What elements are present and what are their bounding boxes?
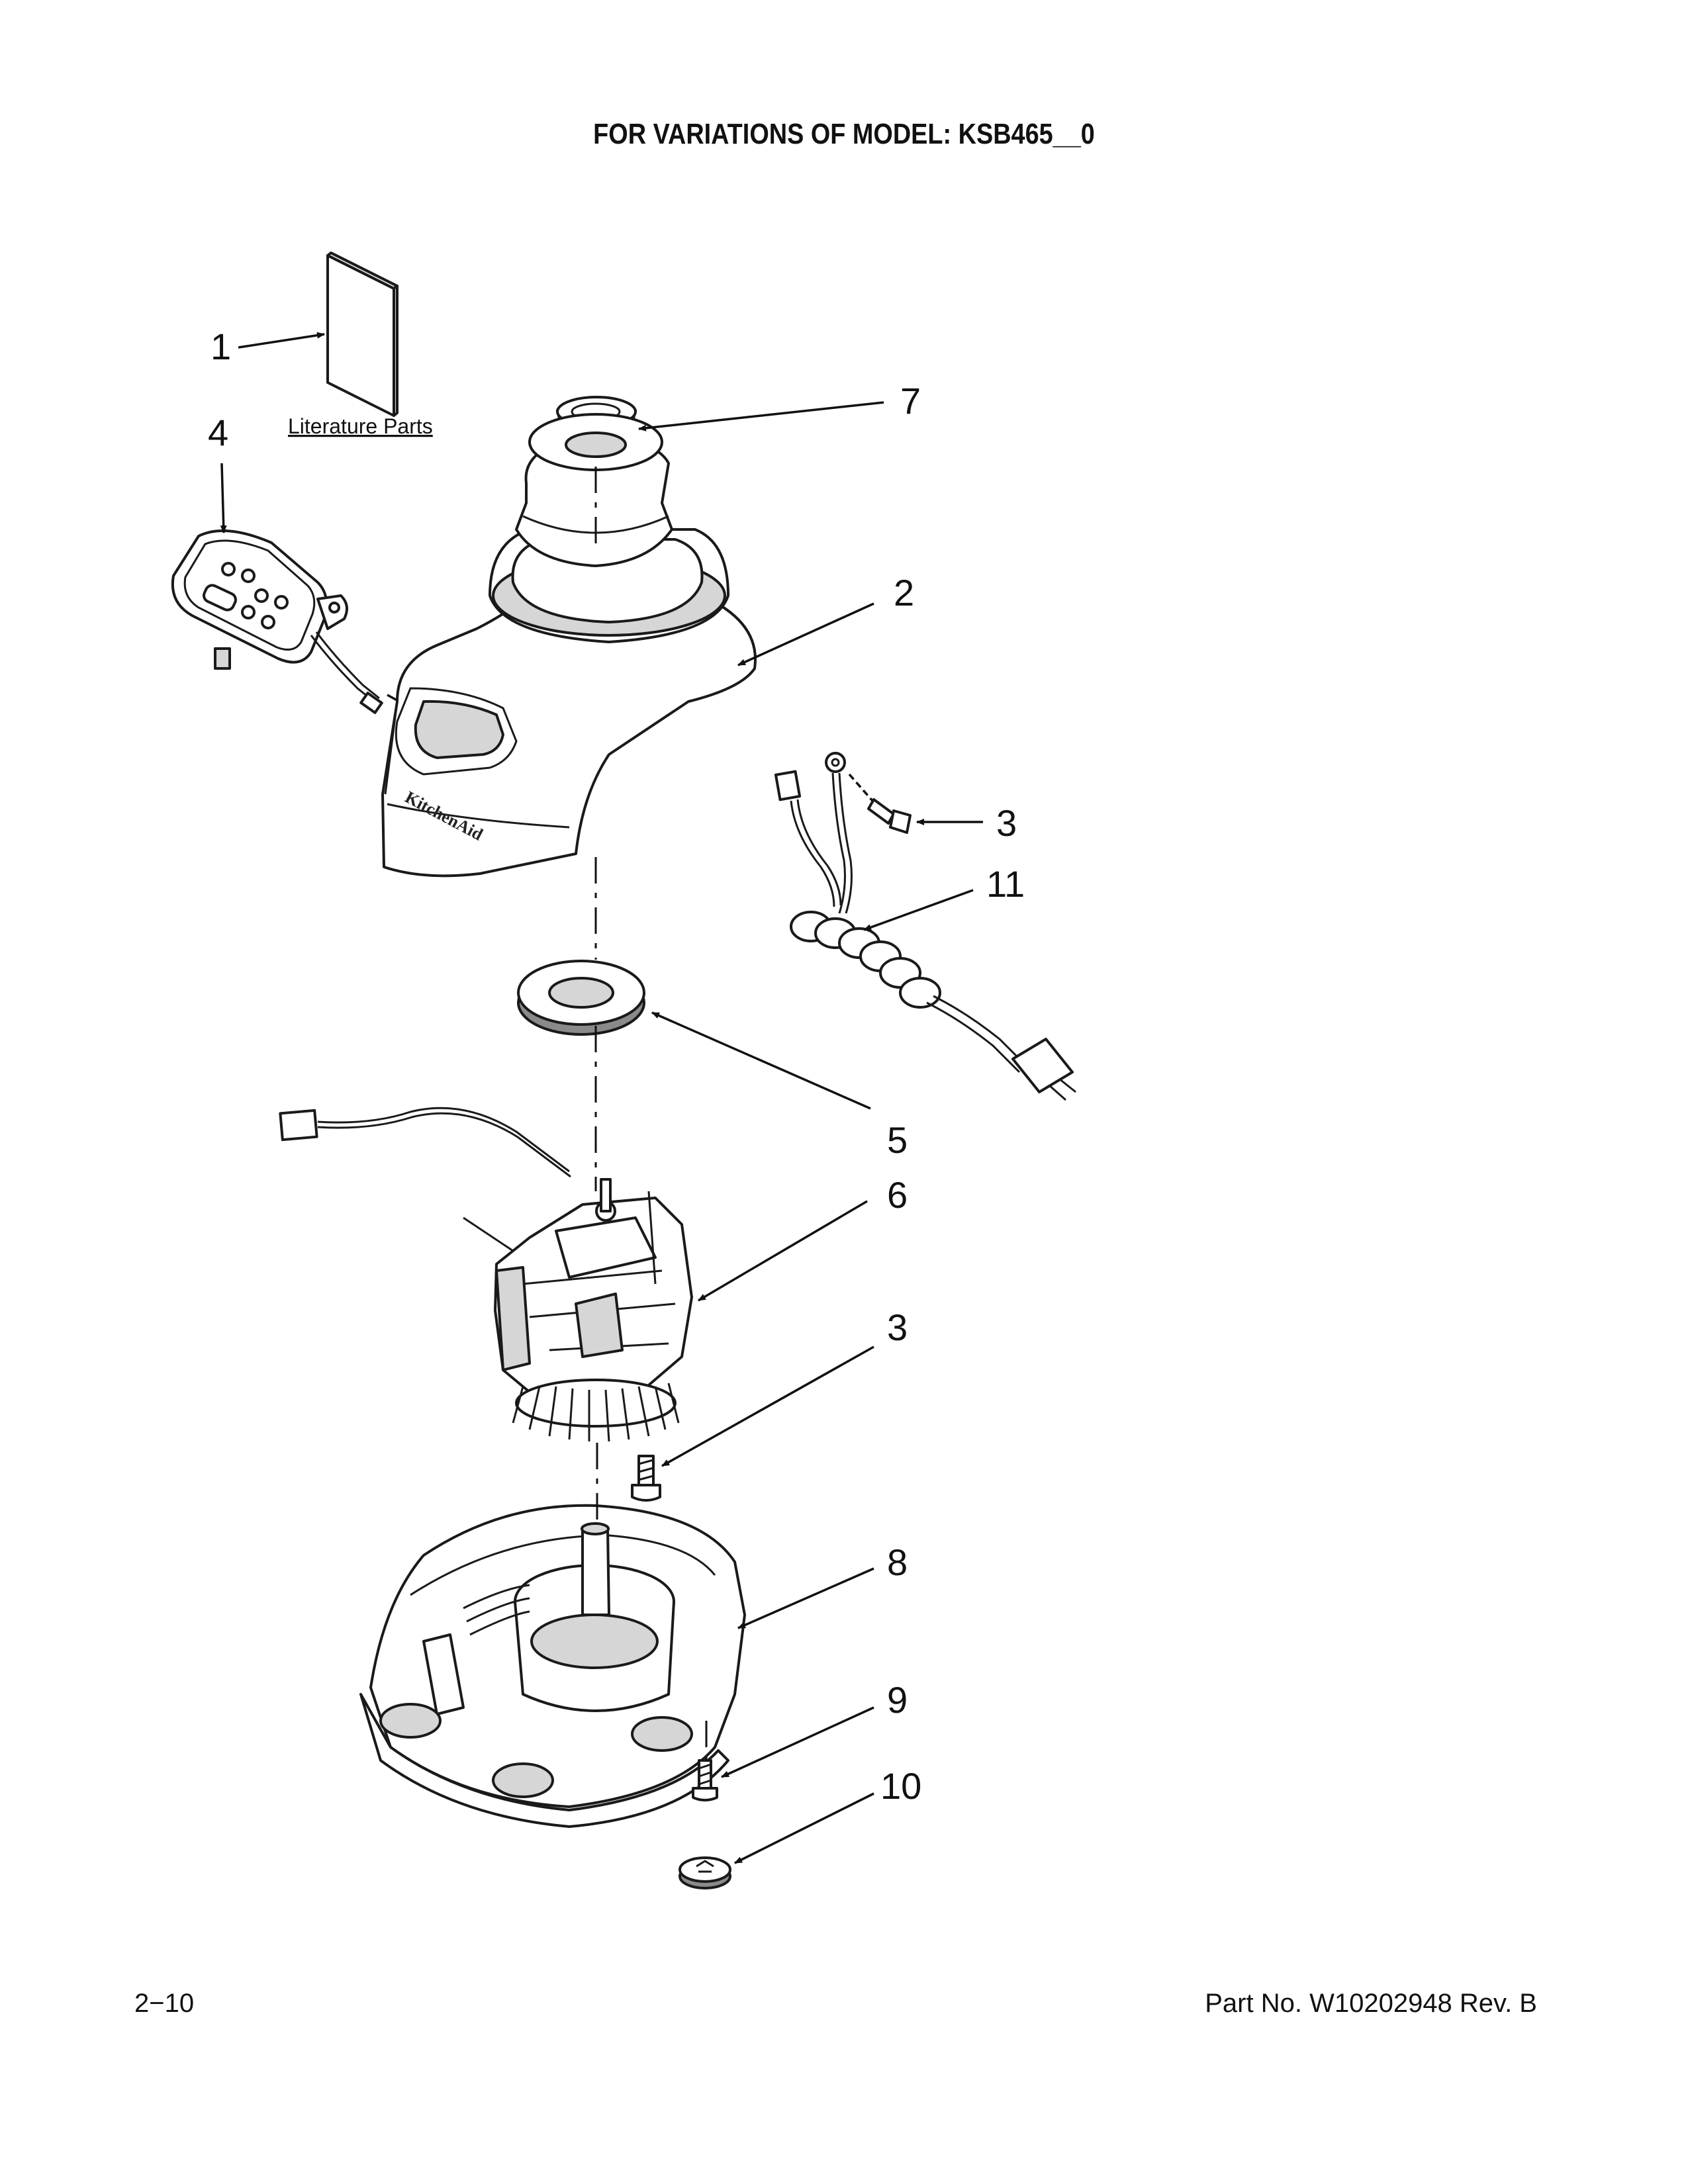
leader-7	[638, 401, 884, 432]
cord-screw	[848, 773, 912, 834]
callout-3-lower: 3	[887, 1306, 908, 1348]
callout-6: 6	[887, 1174, 908, 1216]
callout-4: 4	[208, 412, 228, 453]
base-housing: KitchenAid	[381, 413, 757, 878]
literature-parts-label: Literature Parts	[288, 414, 433, 438]
leader-1	[238, 332, 325, 349]
page-number: 2−10	[134, 1989, 195, 2018]
leader-10	[734, 1792, 874, 1864]
leader-2	[737, 602, 874, 666]
literature-booklet	[326, 251, 399, 417]
rubber-foot	[679, 1856, 731, 1889]
leader-6	[698, 1200, 868, 1302]
motor-screw	[631, 1455, 661, 1502]
power-cord	[774, 752, 1076, 1101]
leader-3-lower	[661, 1345, 874, 1467]
callout-9: 9	[887, 1679, 908, 1721]
callout-11: 11	[986, 863, 1025, 905]
thrust-washer	[517, 960, 645, 1036]
bottom-housing	[359, 1504, 746, 1828]
callout-5: 5	[887, 1119, 908, 1161]
callout-2: 2	[894, 572, 914, 614]
leader-9	[721, 1706, 874, 1778]
page-title: FOR VARIATIONS OF MODEL: KSB465__0	[593, 118, 1095, 150]
leader-5	[651, 1011, 871, 1110]
part-number: Part No. W10202948 Rev. B	[1205, 1989, 1537, 2018]
callout-7: 7	[900, 380, 921, 422]
leader-4	[220, 463, 227, 533]
callout-8: 8	[887, 1541, 908, 1583]
leader-11	[863, 889, 974, 931]
motor-assembly	[279, 1107, 693, 1442]
leader-8	[737, 1567, 874, 1629]
callout-10: 10	[880, 1765, 921, 1807]
control-panel	[171, 529, 424, 716]
callout-3-upper: 3	[996, 802, 1017, 844]
callout-1: 1	[211, 326, 231, 367]
foot-screw	[692, 1759, 718, 1801]
